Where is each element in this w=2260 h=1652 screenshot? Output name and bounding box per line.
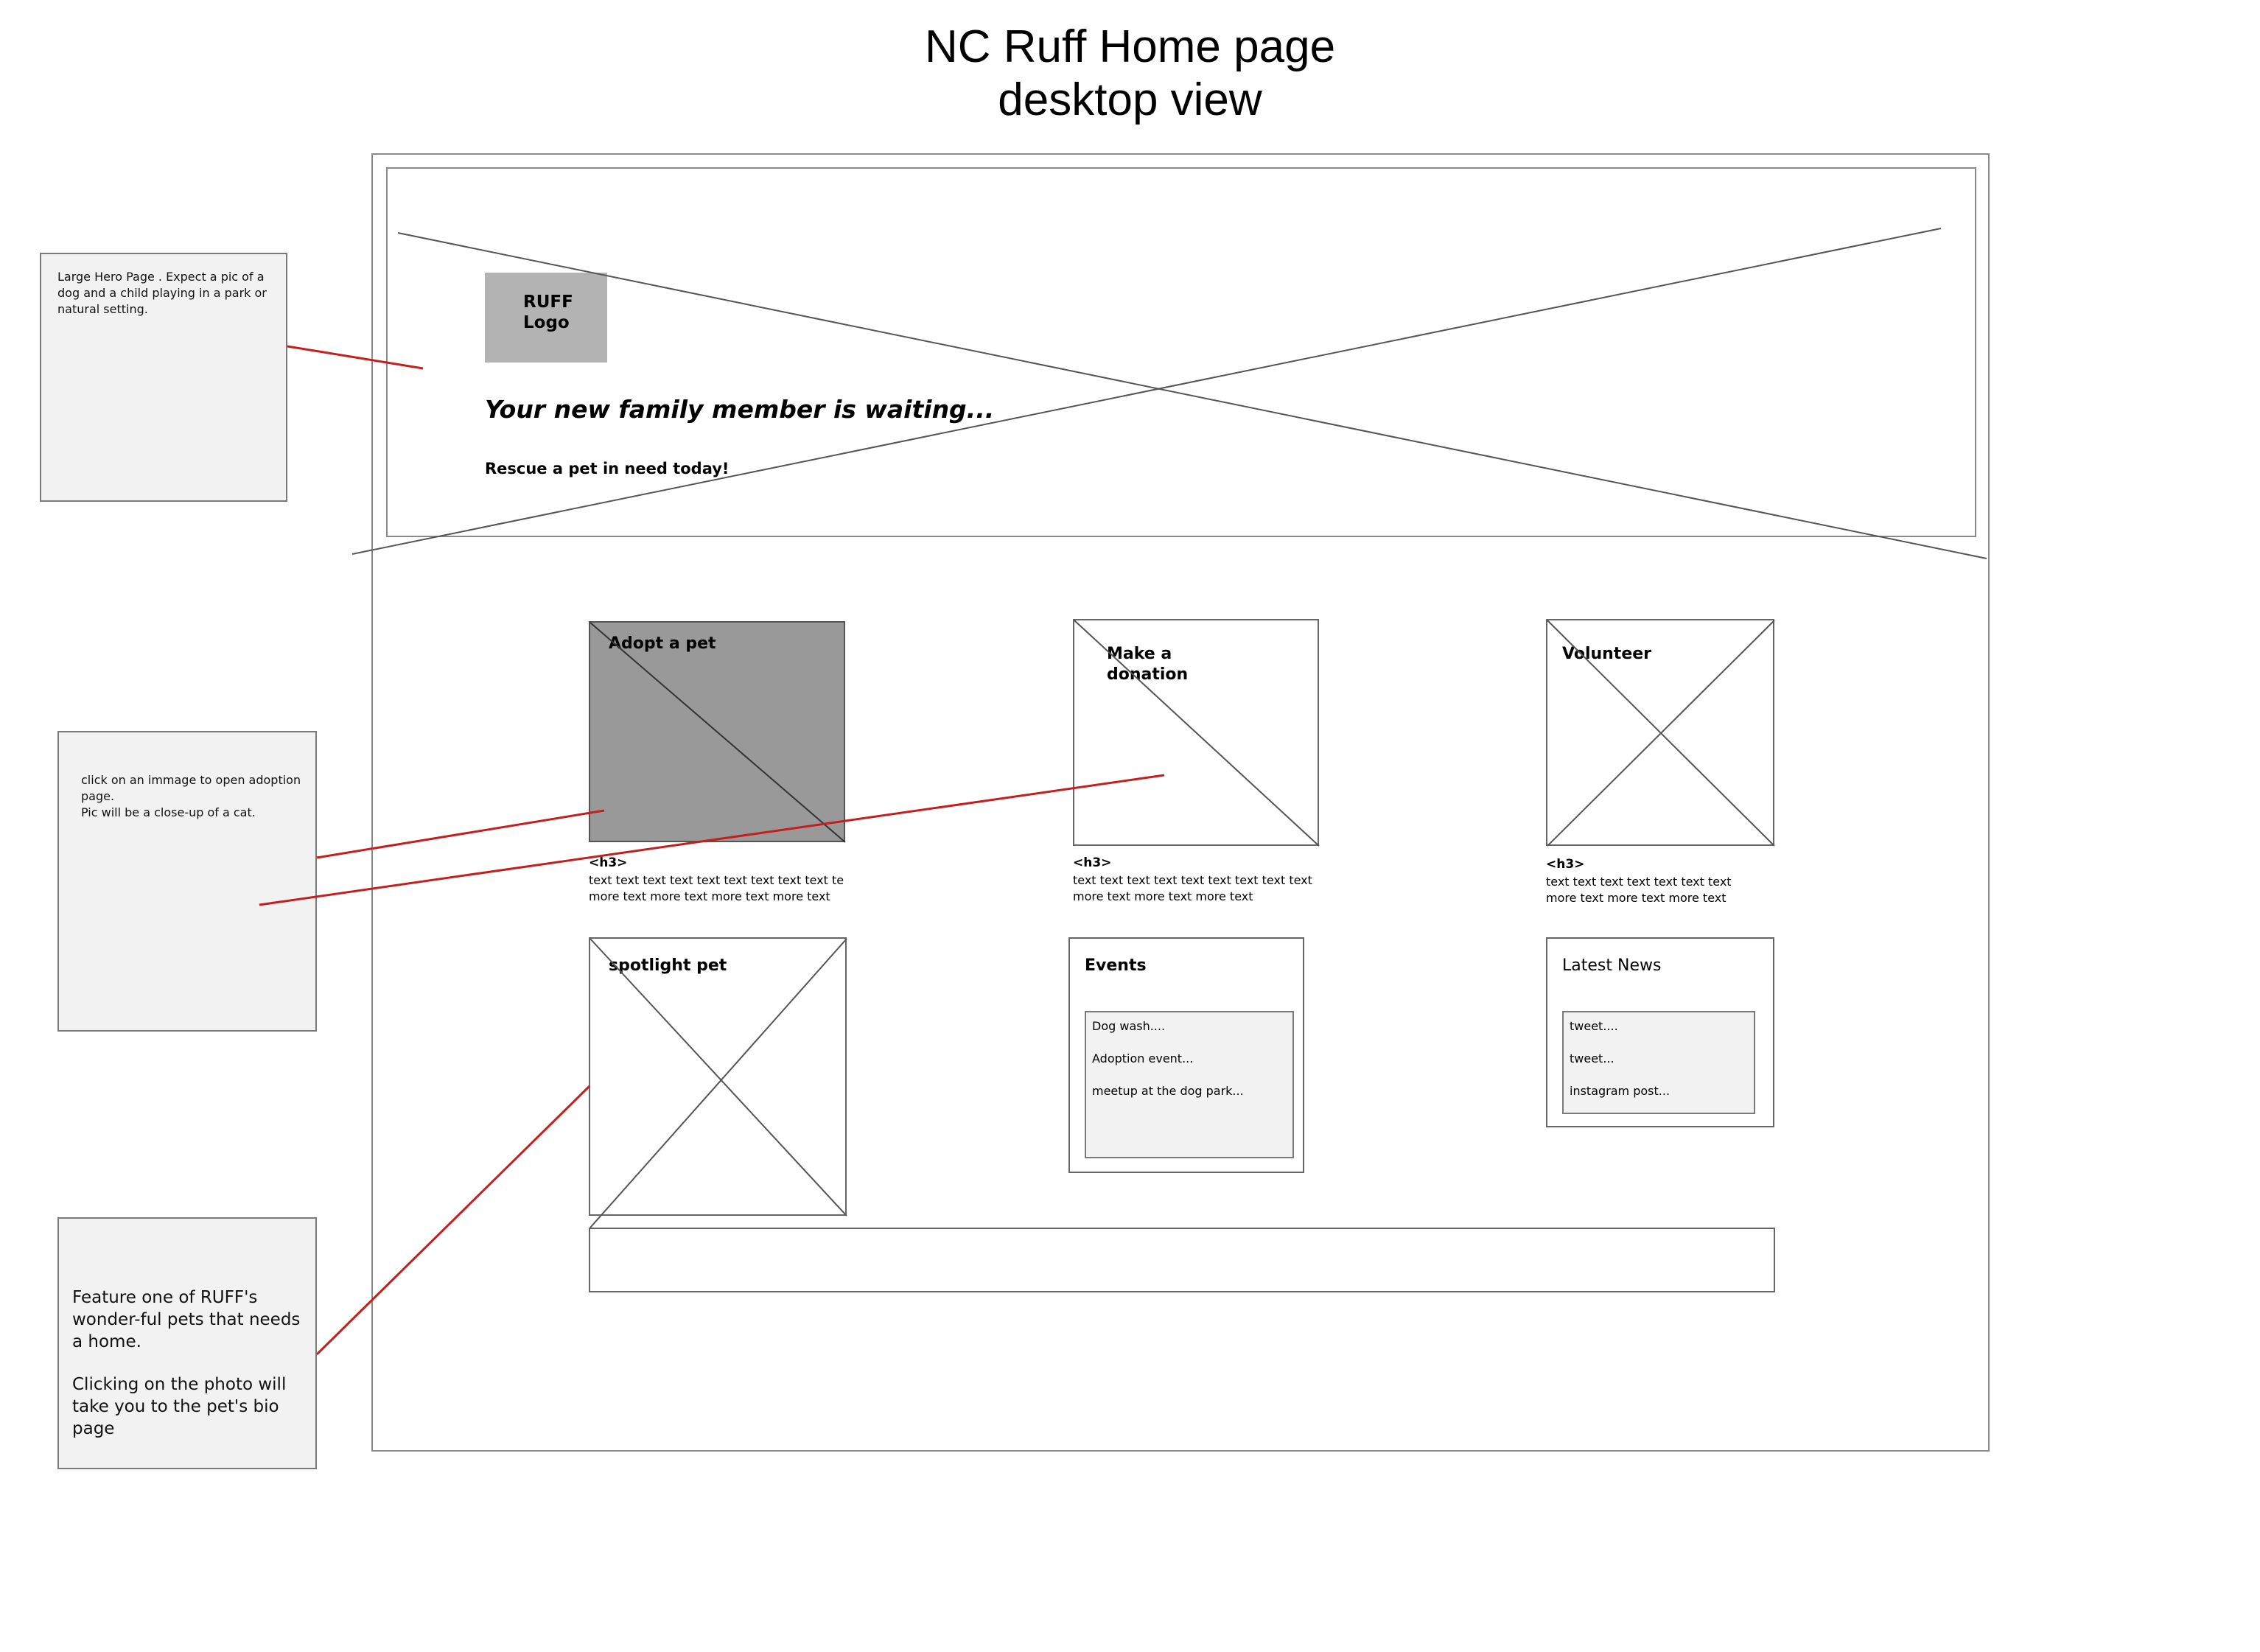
footer-bar — [589, 1228, 1775, 1292]
events-list: Dog wash.... Adoption event... meetup at… — [1085, 1011, 1294, 1158]
news-title: Latest News — [1562, 956, 1662, 975]
spotlight-cross-line-1 — [590, 938, 847, 1217]
page-title-line1: NC Ruff Home page — [924, 21, 1336, 72]
adopt-annotation-connector — [316, 809, 605, 859]
hero-tagline: Your new family member is waiting... — [485, 395, 995, 424]
spotlight-pet-title: spotlight pet — [609, 956, 727, 975]
adoption-annotation-note: click on an immage to open adoption page… — [57, 731, 317, 1032]
hero-annotation-note: Large Hero Page . Expect a pic of a dog … — [40, 253, 287, 502]
news-panel — [1546, 937, 1774, 1127]
adoption-annotation-line1: click on an immage to open adoption page… — [81, 773, 301, 803]
donate-card-title-line2: donation — [1107, 665, 1189, 684]
logo-text-line1: RUFF — [523, 293, 573, 312]
adopt-card-text2: more text more text more text more text — [589, 889, 830, 903]
spotlight-annotation-note: Feature one of RUFF's wonder-ful pets th… — [57, 1217, 317, 1469]
page-title-line2: desktop view — [998, 74, 1262, 125]
adopt-card-text1: text text text text text text text text … — [589, 873, 844, 887]
volunteer-cross-line-2 — [1547, 620, 1775, 847]
hero-subline: Rescue a pet in need today! — [485, 460, 730, 477]
page-title: NC Ruff Home page desktop view — [0, 21, 2260, 127]
donate-card-text1: text text text text text text text text … — [1073, 873, 1312, 887]
donate-card-h3: <h3> — [1073, 855, 1112, 870]
events-panel — [1068, 937, 1304, 1173]
spotlight-cross-line-2 — [590, 938, 847, 1228]
adopt-card-title: Adopt a pet — [609, 634, 716, 653]
spotlight-pet-image[interactable] — [589, 937, 847, 1216]
logo-text-line2: Logo — [523, 313, 570, 332]
news-item-2[interactable]: tweet... — [1570, 1051, 1614, 1065]
spotlight-annotation-connector — [315, 1085, 591, 1356]
news-list: tweet.... tweet... instagram post... — [1562, 1011, 1755, 1114]
spotlight-annotation-para1: Feature one of RUFF's wonder-ful pets th… — [72, 1288, 301, 1351]
adopt-card-h3: <h3> — [589, 855, 628, 870]
hero-cross-line-2 — [351, 228, 1942, 555]
donate-card-text2: more text more text more text — [1073, 889, 1253, 903]
volunteer-card-h3: <h3> — [1546, 857, 1585, 872]
volunteer-card-text2: more text more text more text — [1546, 891, 1727, 905]
logo-placeholder[interactable]: RUFF Logo — [485, 273, 607, 363]
events-item-2[interactable]: Adoption event... — [1092, 1051, 1194, 1065]
adopt-diagonal-line — [590, 622, 846, 843]
desktop-frame — [371, 153, 1990, 1452]
volunteer-card-title: Volunteer — [1562, 645, 1652, 663]
spotlight-annotation-para2: Clicking on the photo will take you to t… — [72, 1375, 287, 1438]
news-item-1[interactable]: tweet.... — [1570, 1019, 1618, 1033]
donate-diagonal-line — [1074, 620, 1320, 847]
hero-cross-line-1 — [397, 232, 1987, 559]
hero-annotation-connector — [287, 345, 424, 370]
news-item-3[interactable]: instagram post... — [1570, 1084, 1670, 1098]
events-title: Events — [1085, 956, 1147, 975]
volunteer-card-image[interactable] — [1546, 619, 1774, 846]
donate-annotation-connector — [259, 774, 1165, 906]
events-item-1[interactable]: Dog wash.... — [1092, 1019, 1166, 1033]
adoption-annotation-line2: Pic will be a close-up of a cat. — [81, 805, 256, 819]
hero-frame — [386, 167, 1976, 537]
hero-annotation-text: Large Hero Page . Expect a pic of a dog … — [57, 270, 267, 316]
volunteer-card-text1: text text text text text text text — [1546, 875, 1732, 889]
donate-card-image[interactable] — [1073, 619, 1319, 846]
events-item-3[interactable]: meetup at the dog park... — [1092, 1084, 1244, 1098]
